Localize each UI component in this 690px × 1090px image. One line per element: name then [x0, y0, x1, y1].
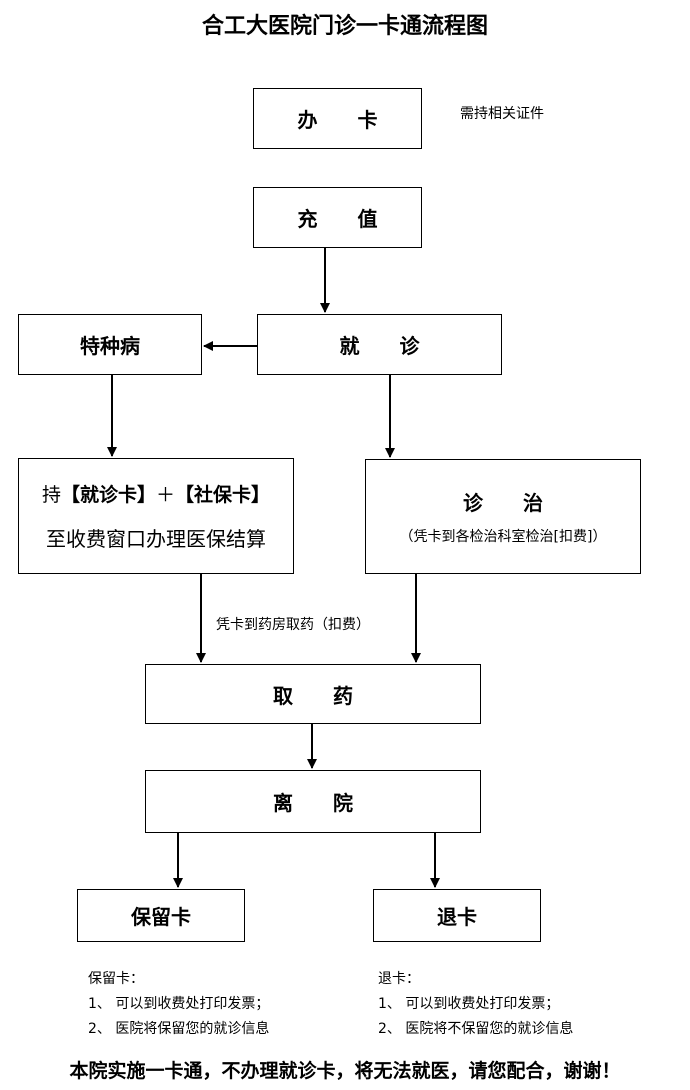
page-title: 合工大医院门诊一卡通流程图 — [201, 14, 488, 39]
keep-card-notes: 保留卡： 1、 可以到收费处打印发票； 2、 医院将保留您的就诊信息 — [88, 967, 269, 1042]
keep-card-box: 保留卡 — [77, 889, 245, 942]
return-card-label: 退卡 — [437, 905, 477, 929]
medicine-box: 取 药 — [145, 664, 481, 724]
visit-box: 就 诊 — [257, 314, 502, 375]
leave-hospital-box: 离 院 — [145, 770, 481, 833]
recharge-box: 充 值 — [253, 187, 422, 248]
treatment-label: 诊 治 — [463, 491, 543, 515]
medicine-label: 取 药 — [273, 683, 353, 708]
apply-card-note: 需持相关证件 — [460, 106, 544, 122]
apply-card-label: 办 卡 — [297, 108, 378, 132]
return-card-notes-heading: 退卡： — [378, 971, 420, 987]
insurance-text-social-card: 【社保卡】 — [175, 484, 271, 506]
insurance-text-plus: ＋ — [156, 484, 176, 506]
insurance-text-settlement: 至收费窗口办理医保结算 — [46, 527, 266, 551]
insurance-settlement-box: 持【就诊卡】＋【社保卡】 至收费窗口办理医保结算 — [18, 458, 294, 574]
leave-hospital-label: 离 院 — [273, 791, 353, 815]
keep-card-label: 保留卡 — [131, 905, 191, 929]
recharge-label: 充 值 — [297, 207, 378, 231]
keep-card-notes-heading: 保留卡： — [88, 971, 144, 987]
return-card-box: 退卡 — [373, 889, 541, 942]
return-card-notes: 退卡： 1、 可以到收费处打印发票； 2、 医院将不保留您的就诊信息 — [378, 967, 573, 1042]
pharmacy-note: 凭卡到药房取药（扣费） — [216, 617, 370, 633]
keep-card-note-item: 2、 医院将保留您的就诊信息 — [88, 1021, 270, 1037]
visit-label: 就 诊 — [339, 334, 420, 358]
apply-card-box: 办 卡 — [253, 88, 422, 149]
treatment-box: 诊 治 （凭卡到各检治科室检治[扣费]） — [365, 459, 641, 574]
special-disease-box: 特种病 — [18, 314, 202, 375]
treatment-note: （凭卡到各检治科室检治[扣费]） — [399, 529, 607, 545]
return-card-note-item: 2、 医院将不保留您的就诊信息 — [378, 1021, 574, 1037]
footer-notice: 本院实施一卡通，不办理就诊卡，将无法就医，请您配合，谢谢！ — [69, 1060, 621, 1082]
insurance-text-hold: 持 — [41, 484, 61, 506]
keep-card-note-item: 1、 可以到收费处打印发票； — [88, 996, 270, 1012]
return-card-note-item: 1、 可以到收费处打印发票； — [378, 996, 560, 1012]
insurance-text-visit-card: 【就诊卡】 — [60, 484, 156, 506]
special-disease-label: 特种病 — [80, 334, 140, 358]
